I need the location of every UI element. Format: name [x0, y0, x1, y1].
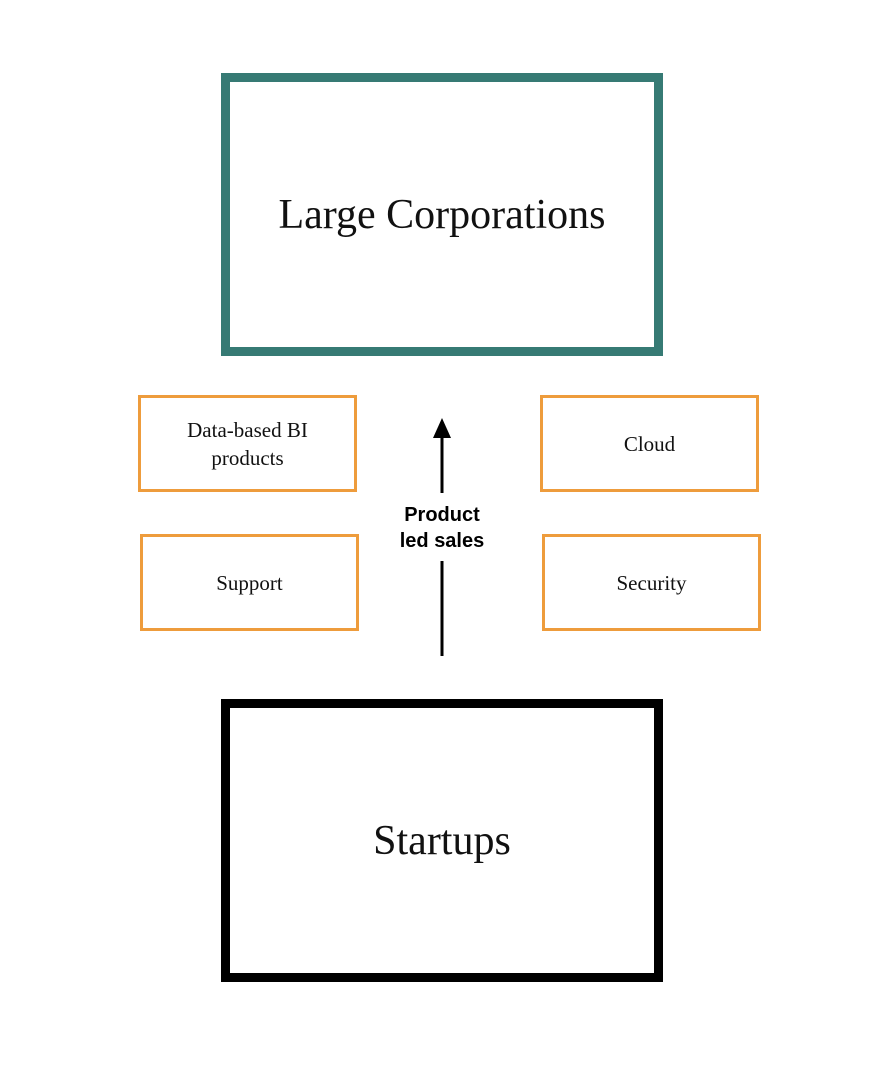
factor-label: Data-based BI products [187, 417, 308, 470]
factor-label: Support [216, 570, 283, 595]
large-corporations-label: Large Corporations [278, 191, 606, 238]
startups-box: Startups [221, 699, 663, 982]
factor-box-security: Security [542, 534, 761, 631]
large-corporations-box: Large Corporations [221, 73, 663, 356]
arrow-head [433, 418, 451, 438]
factor-label: Security [616, 570, 687, 595]
startups-label: Startups [373, 817, 511, 864]
factor-box-support: Support [140, 534, 359, 631]
factor-label: Cloud [623, 431, 676, 456]
arrow-label: Product led sales [399, 504, 485, 552]
factor-box-cloud: Cloud [540, 395, 759, 492]
factor-box-data-bi: Data-based BI products [138, 395, 357, 492]
